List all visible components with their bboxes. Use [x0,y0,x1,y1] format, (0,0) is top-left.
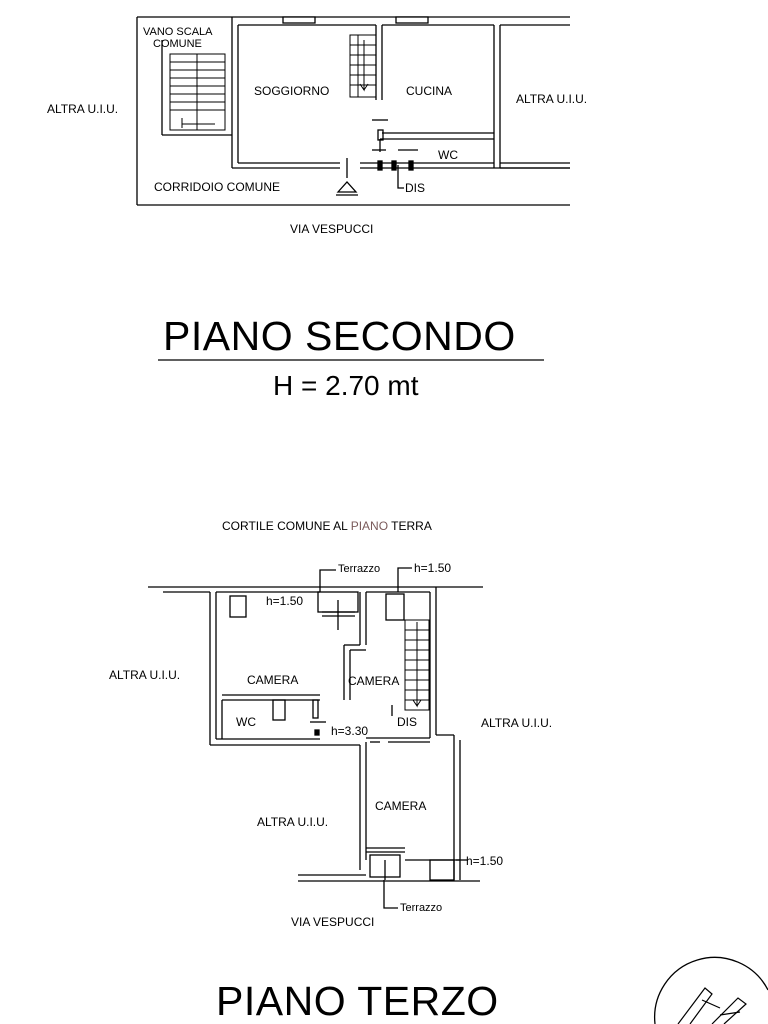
label-cortile-comune: CORTILE COMUNE AL PIANO TERRA [222,519,432,533]
label-wc: WC [438,148,458,162]
label-vano-scala: VANO SCALA [143,26,213,38]
title-piano-terzo: PIANO TERZO [216,978,499,1024]
label-terrazzo-top: Terrazzo [338,563,381,575]
label-dis: DIS [405,181,426,195]
label-altra-uiu-left: ALTRA U.I.U. [47,102,119,116]
label-corridoio-comune: CORRIDOIO COMUNE [154,180,280,194]
piano-secondo-plan [136,16,570,206]
piano-terzo-plan [148,567,483,909]
label-camera-2: CAMERA [348,674,400,688]
label-h150-top: h=1.50 [414,561,452,575]
label-cucina: CUCINA [406,84,453,98]
label-altra-uiu-right: ALTRA U.I.U. [516,92,588,106]
north-arrow-symbol [653,956,768,1024]
label-soggiorno: SOGGIORNO [254,84,330,98]
label-camera-3: CAMERA [375,799,427,813]
title-piano-secondo: PIANO SECONDO [163,313,516,359]
label-via-vespucci: VIA VESPUCCI [291,915,375,929]
label-altra-uiu-right: ALTRA U.I.U. [481,716,553,730]
label-wc: WC [236,715,256,729]
label-terrazzo-bottom: Terrazzo [400,902,443,914]
label-altra-uiu-bottom: ALTRA U.I.U. [257,815,329,829]
label-h330: h=3.30 [331,724,369,738]
label-h150-window: h=1.50 [266,594,304,608]
label-h150-bottom: h=1.50 [466,854,504,868]
height-note: H = 2.70 mt [273,370,419,401]
label-altra-uiu-left: ALTRA U.I.U. [109,668,181,682]
label-camera-1: CAMERA [247,673,299,687]
label-dis: DIS [397,715,418,729]
label-vano-scala-comune: COMUNE [153,38,202,50]
label-via-vespucci: VIA VESPUCCI [290,222,374,236]
